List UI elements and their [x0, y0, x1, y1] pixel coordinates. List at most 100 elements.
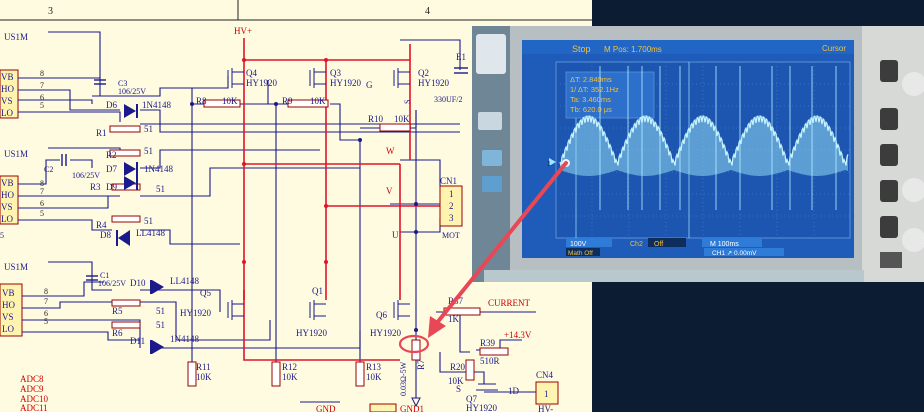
diode-ref: D6	[106, 100, 117, 110]
capacitor-ref: C3	[118, 79, 127, 88]
svg-text:1: 1	[449, 189, 454, 199]
capacitor-value: 106/25V	[98, 279, 126, 288]
mosfet-ref: Q3	[330, 68, 341, 78]
resistor-value: 10K	[222, 96, 238, 106]
resistor-value: 51	[144, 216, 153, 226]
capacitor-value: 330UF/2	[434, 95, 462, 104]
cursor-readout-line: Tb: 620.0 μs	[570, 105, 612, 114]
ic-pin-vs: VS	[2, 312, 14, 322]
net-adc8: ADC8	[20, 374, 44, 384]
junction-dots	[242, 58, 328, 264]
resistor-value: 10K	[196, 372, 212, 382]
zone-3: 3	[48, 6, 53, 17]
net-hv-minus: HV-	[538, 404, 553, 412]
svg-text:S: S	[403, 100, 412, 104]
scope-trace	[559, 66, 849, 210]
mosfet-q6: Q6 HY1920	[370, 300, 410, 338]
resistor-ref: R3	[90, 182, 101, 192]
ic-pin-vs: VS	[1, 96, 13, 106]
ic-block-middle: US1M VB HO VS LO 8 7 6 5	[0, 149, 44, 225]
resistor-ref: R39	[480, 338, 496, 348]
mosfet-value: HY1920	[418, 78, 449, 88]
resistor-ref: R4	[96, 220, 107, 230]
capacitor-value: 106/25V	[118, 87, 146, 96]
mosfet-value: HY1920	[370, 328, 401, 338]
resistor-value: 510R	[480, 356, 500, 366]
ic-pin-ho: HO	[1, 190, 14, 200]
resistor-ref: R12	[282, 362, 297, 372]
scope-position: M Pos: 1.700ms	[604, 45, 662, 54]
net-current: CURRENT	[488, 298, 531, 308]
resistor-value: 51	[156, 320, 165, 330]
net-hv-plus: HV+	[234, 26, 252, 36]
pin-number: 5	[44, 317, 48, 326]
cursor-readout-line: 1/ ΔT: 352.1Hz	[570, 85, 619, 94]
capacitor-ref: E1	[456, 52, 466, 62]
connector-value: MOT	[442, 231, 460, 240]
connector-ref: CN1	[440, 176, 457, 186]
mosfet-ref: Q7	[466, 394, 477, 404]
ic-block-top: US1M VB HO VS LO 8 7 6 5	[0, 32, 44, 119]
resistor-ref: R6	[112, 328, 123, 338]
pin-number: 7	[40, 81, 44, 90]
diode-ref: D8	[100, 230, 111, 240]
pin-number: 8	[44, 287, 48, 296]
diode-value: 1N4148	[170, 334, 199, 344]
pin-number: 5	[40, 101, 44, 110]
svg-text:G: G	[366, 80, 373, 90]
resistor-value: 1K	[448, 314, 460, 324]
ic-label: US1M	[4, 262, 28, 272]
resistor-value: 51	[156, 306, 165, 316]
ic-pin-vb: VB	[2, 288, 15, 298]
net-gnd1: GND1	[400, 404, 424, 412]
connector-cn4: CN4 1	[535, 370, 559, 405]
resistor-ref: R2	[106, 150, 117, 160]
highlight-ellipse	[398, 334, 430, 354]
cursor-readout-line: Ta: 3.460ms	[570, 95, 611, 104]
mosfet-ref: Q4	[246, 68, 257, 78]
resistor-value: 51	[144, 124, 153, 134]
mosfet-ref: Q2	[418, 68, 429, 78]
mosfet-q3: Q3 HY1920	[309, 68, 361, 88]
ch2-label: Ch2	[630, 241, 643, 248]
pin-number: 6	[40, 93, 44, 102]
mosfet-value: HY1920	[466, 403, 497, 412]
diode-ref: D7	[106, 164, 117, 174]
svg-text:S: S	[456, 384, 461, 394]
ch2-state: Off	[654, 241, 663, 248]
mosfet-value: HY1920	[180, 308, 211, 318]
ch1-ground-marker: 1	[547, 161, 551, 168]
ic-pin-lo: LO	[1, 214, 13, 224]
mosfet-q5: Q5 HY1920	[180, 288, 244, 320]
connector-cn1: CN1 1 2 3 MOT	[439, 176, 463, 240]
resistor-value: 0.03Ω-5W	[399, 361, 408, 396]
resistor-ref: R20	[450, 362, 466, 372]
resistor-value: 10K	[394, 114, 410, 124]
resistor-ref: R7	[416, 359, 426, 370]
scope-math: Math Off	[568, 250, 593, 257]
net-w: W	[386, 146, 395, 156]
mosfet-value: HY1920	[330, 78, 361, 88]
resistors	[109, 99, 509, 387]
mosfet-ref: Q6	[376, 310, 387, 320]
diode-ref: D9	[106, 182, 117, 192]
power-wires	[243, 38, 440, 361]
ic-pin-ho: HO	[2, 300, 15, 310]
svg-text:3: 3	[449, 213, 454, 223]
diode-ref: D11	[130, 336, 145, 346]
capacitor-ref: C2	[44, 165, 53, 174]
scope-status: Stop	[572, 44, 591, 54]
capacitor-labels: C3 106/25V C2 106/25V C1 106/25V E1 330U…	[44, 52, 466, 288]
net-adc10: ADC10	[20, 394, 49, 404]
svg-text:2: 2	[449, 201, 454, 211]
resistor-ref: R10	[368, 114, 384, 124]
resistor-ref: R5	[112, 306, 123, 316]
capacitors	[61, 67, 468, 281]
scope-timebase: M 100ms	[710, 241, 739, 248]
ground-symbol	[411, 397, 421, 408]
capacitor-ref: C1	[100, 271, 109, 280]
scope-trigger: CH1 ↗ 0.00mV	[712, 250, 757, 257]
ic-pin-lo: LO	[2, 324, 14, 334]
resistor-ref: R1	[96, 128, 107, 138]
